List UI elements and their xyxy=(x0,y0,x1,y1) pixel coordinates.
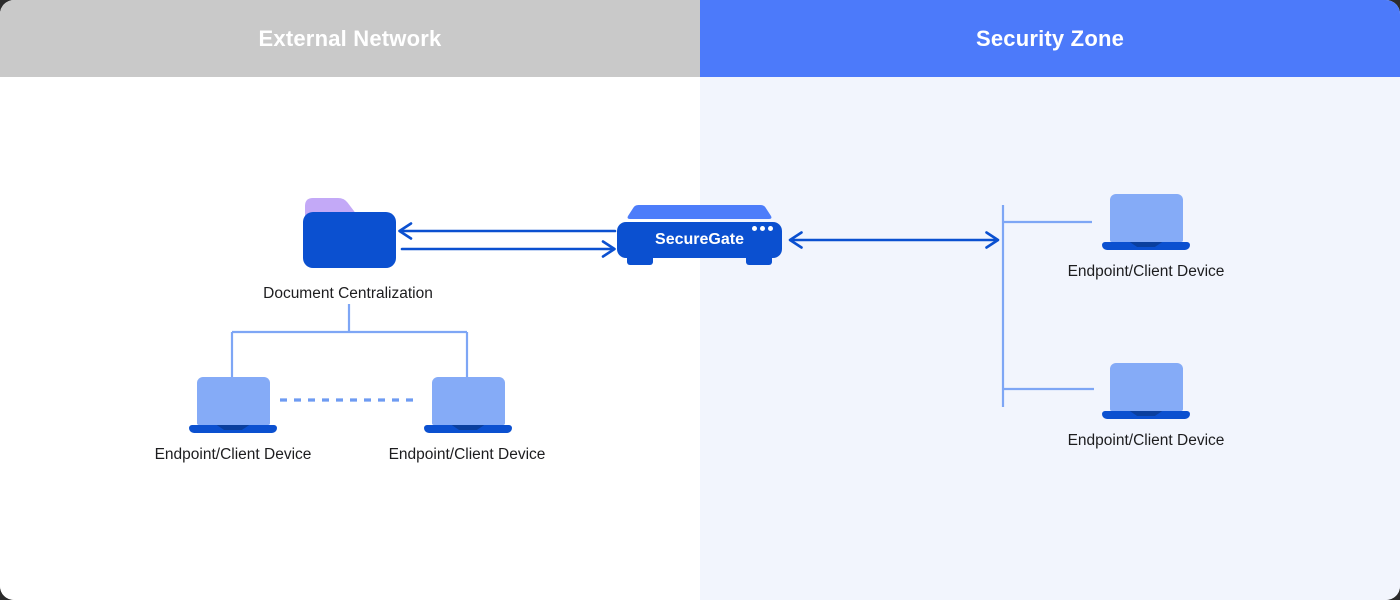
gateway-status-dots xyxy=(752,226,773,231)
endpoint-label: Endpoint/Client Device xyxy=(1067,432,1225,449)
security-zone xyxy=(700,77,1400,600)
laptop-screen xyxy=(196,377,270,425)
folder-icon xyxy=(303,197,396,268)
security-zone-header-label: Security Zone xyxy=(975,25,1125,51)
external-network-header-label: External Network xyxy=(258,25,442,51)
security-zone-header: Security Zone xyxy=(700,0,1400,77)
gateway-icon: SecureGate xyxy=(617,203,782,266)
laptop-screen xyxy=(1109,363,1183,411)
endpoint-label: Endpoint/Client Device xyxy=(1067,263,1225,280)
laptop-icon xyxy=(1102,363,1190,419)
folder-body xyxy=(303,212,396,268)
laptop-notch xyxy=(451,424,485,430)
laptop-screen xyxy=(431,377,505,425)
external-network-header: External Network xyxy=(0,0,700,77)
laptop-icon xyxy=(189,377,277,433)
laptop-base xyxy=(189,424,277,433)
laptop-base xyxy=(424,424,512,433)
laptop-notch xyxy=(216,424,250,430)
laptop-icon xyxy=(1102,194,1190,250)
laptop-base xyxy=(1102,410,1190,419)
gateway-body: SecureGate xyxy=(617,222,782,258)
gateway-foot xyxy=(746,258,772,265)
laptop-icon xyxy=(424,377,512,433)
gateway-foot xyxy=(627,258,653,265)
gateway-label: SecureGate xyxy=(655,231,744,248)
endpoint-label: Endpoint/Client Device xyxy=(388,446,546,463)
laptop-base xyxy=(1102,241,1190,250)
external-network-zone xyxy=(0,77,700,600)
folder-label: Document Centralization xyxy=(263,285,433,302)
laptop-notch xyxy=(1129,410,1163,416)
gateway-lid xyxy=(627,205,772,219)
laptop-screen xyxy=(1109,194,1183,242)
laptop-notch xyxy=(1129,241,1163,247)
endpoint-label: Endpoint/Client Device xyxy=(154,446,312,463)
